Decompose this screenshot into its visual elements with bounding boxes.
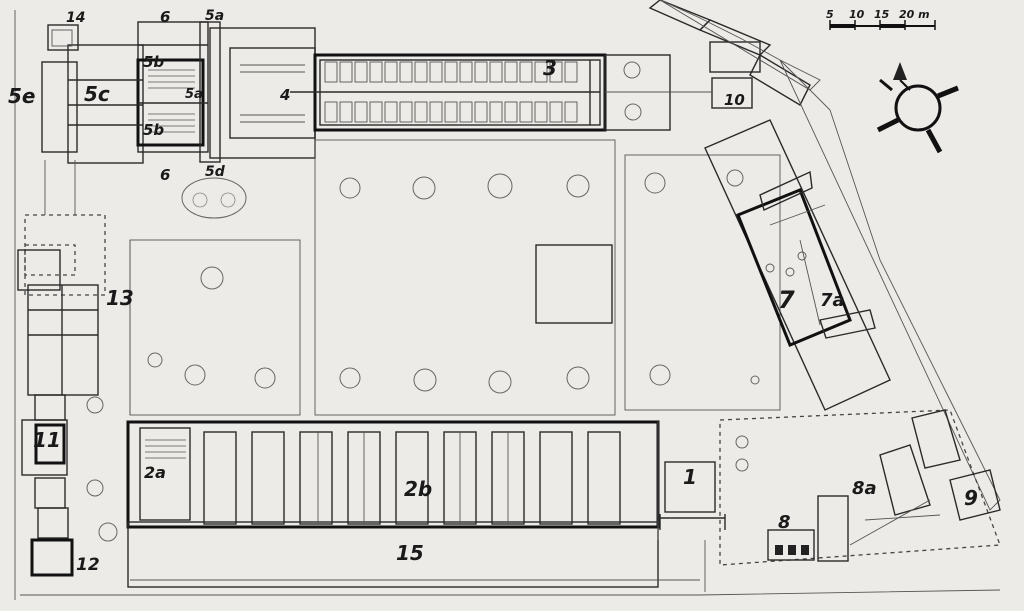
building-7-block xyxy=(704,119,891,411)
label-5a: 5a xyxy=(185,87,203,102)
label-6-bottom: 6 xyxy=(160,166,170,184)
label-1: 1 xyxy=(683,465,697,489)
scale-tick-20m: 20 m xyxy=(899,8,930,21)
site-boundary xyxy=(14,10,1001,600)
label-15: 15 xyxy=(396,541,424,565)
label-9: 9 xyxy=(964,486,978,510)
label-13: 13 xyxy=(106,286,134,310)
building-8-9-group xyxy=(719,409,1001,566)
label-5c: 5c xyxy=(84,82,110,106)
central-courtyard xyxy=(129,139,781,416)
label-5b-bottom: 5b xyxy=(143,121,164,139)
scale-tick-5: 5 xyxy=(826,8,834,21)
plan-labels: 14 6 5a 5b 5e 5c 5b 5a 6 5d 4 3 10 7 7a … xyxy=(8,8,978,575)
scale-tick-10: 10 xyxy=(849,8,865,21)
label-8a: 8a xyxy=(852,478,877,499)
label-8: 8 xyxy=(778,512,791,533)
label-2a: 2a xyxy=(144,463,166,482)
label-5e: 5e xyxy=(8,84,35,108)
scale-bar: 5 10 15 20 m xyxy=(826,8,936,30)
label-14: 14 xyxy=(66,10,85,26)
tree-markers xyxy=(86,61,760,542)
label-7: 7 xyxy=(778,286,795,314)
label-10: 10 xyxy=(724,91,745,109)
scale-tick-15: 15 xyxy=(874,8,890,21)
label-11: 11 xyxy=(33,428,61,452)
label-6-top: 6 xyxy=(160,8,170,26)
building-1 xyxy=(657,420,726,540)
compass-rose-icon xyxy=(876,62,959,154)
label-5b-top: 5b xyxy=(143,53,164,71)
label-4: 4 xyxy=(279,86,290,104)
label-12: 12 xyxy=(76,555,100,575)
label-2b: 2b xyxy=(404,477,432,501)
label-3: 3 xyxy=(543,56,557,80)
building-5-complex xyxy=(41,21,221,164)
building-3-4-long-block xyxy=(209,27,671,159)
label-7a: 7a xyxy=(820,290,845,311)
building-10-gatehouse xyxy=(648,0,1001,511)
label-5d-top: 5a xyxy=(205,8,224,24)
building-13-11-12 xyxy=(17,160,106,577)
label-5d: 5d xyxy=(205,164,226,180)
